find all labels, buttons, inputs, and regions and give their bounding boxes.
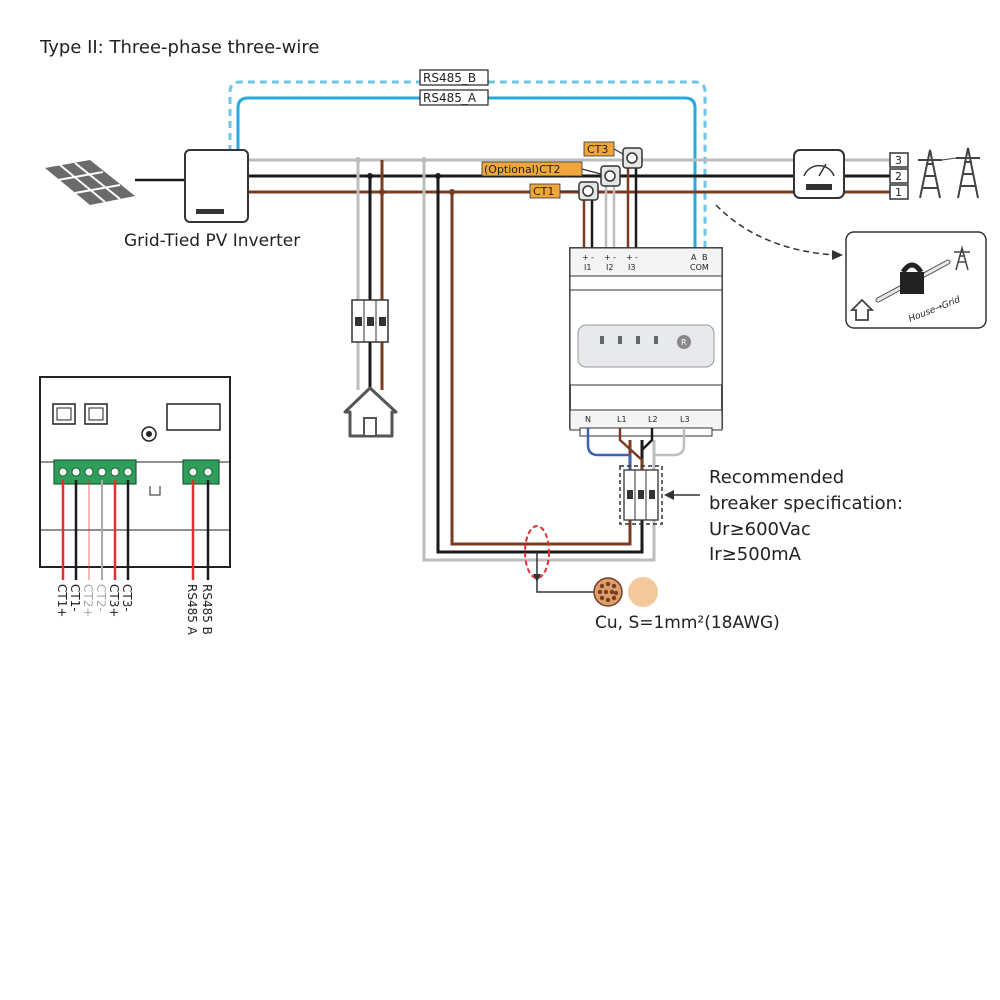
ct3-clamp-icon [622, 147, 643, 169]
inverter [184, 149, 249, 223]
rs485-a-line [236, 96, 697, 250]
terminal-label-ct1-plus: CT1+ [55, 584, 69, 617]
ct3-tag-label: CT3 [587, 143, 608, 156]
smart-meter: R [569, 247, 723, 437]
cable-highlight [524, 525, 550, 579]
meter-channel-i1: I1 [584, 263, 591, 272]
meter-term-l3: L3 [680, 415, 690, 424]
meter-term-a: A [691, 253, 697, 262]
ct-wires [582, 168, 638, 252]
meter-channel-i3: I3 [628, 263, 635, 272]
ct2-tag-label: (Optional)CT2 [484, 163, 561, 176]
rs485-a-label: RS485_A [423, 91, 477, 105]
meter-channel-i2: I2 [606, 263, 613, 272]
meter-term-ct1-plus: + [582, 253, 589, 262]
terminal-label-ct2-minus: CT2- [94, 584, 108, 612]
ct-direction-inset: House→Grid [845, 231, 987, 329]
breaker-spec-line3: Ur≥600Vac [709, 519, 811, 540]
terminal-label-rs485-a: RS485 A [185, 584, 199, 636]
meter-com-label: COM [690, 263, 709, 272]
meter-reset-button: R [681, 338, 687, 347]
meter-term-ct3-plus: + [626, 253, 633, 262]
meter-term-n: N [585, 415, 591, 424]
terminal-labels: CT1+ CT1- CT2+ CT2- CT3+ CT3- RS485 A RS… [55, 584, 214, 636]
grid-terminal-1: 1 [895, 186, 902, 199]
meter-term-ct3-minus: - [635, 253, 638, 262]
house-branch [343, 157, 398, 438]
pylon-icon [918, 147, 980, 199]
diagram-title: Type II: Three-phase three-wire [39, 37, 319, 58]
meter-breaker [619, 465, 663, 525]
inset-ct-clamp-icon [900, 262, 924, 294]
rs485-b-tag [419, 69, 489, 86]
ct2-clamp-icon [600, 165, 621, 187]
cable-cross-section-icon [593, 577, 658, 607]
rs485-a-tag [419, 89, 489, 106]
house-icon [343, 386, 398, 438]
meter-term-ct2-minus: - [613, 253, 616, 262]
terminal-wires [61, 480, 210, 580]
breaker-spec-line1: Recommended [709, 467, 844, 488]
meter-term-l1: L1 [617, 415, 627, 424]
terminal-label-ct3-minus: CT3- [120, 584, 134, 612]
inset-house-icon [849, 298, 875, 321]
terminal-label-ct1-minus: CT1- [68, 584, 82, 612]
meter-supply-wires [586, 428, 686, 470]
rs485-b-label: RS485_B [423, 71, 476, 85]
meter-term-l2: L2 [648, 415, 658, 424]
rj45-port-icon [52, 403, 108, 425]
meter-term-b: B [702, 253, 708, 262]
breaker-spec-line4: Ir≥500mA [709, 544, 802, 565]
grid-terminal-block [889, 152, 909, 200]
inverter-terminal-detail [39, 376, 231, 568]
solar-panel-icon [45, 160, 185, 205]
terminal-label-rs485-b: RS485 B [200, 584, 214, 635]
ct1-clamp-icon [578, 181, 599, 201]
meter-term-ct1-minus: - [591, 253, 594, 262]
meter-term-ct2-plus: + [604, 253, 611, 262]
inverter-label: Grid-Tied PV Inverter [124, 231, 300, 251]
terminal-label-ct3-plus: CT3+ [107, 584, 121, 617]
ct1-tag-label: CT1 [533, 185, 554, 198]
energy-meter-icon [793, 149, 845, 199]
cable-leader [536, 552, 595, 593]
house-breaker [351, 299, 389, 343]
grid-terminal-2: 2 [895, 170, 902, 183]
breaker-spec-line2: breaker specification: [709, 493, 903, 514]
inset-pointer [715, 204, 836, 256]
cable-spec-label: Cu, S=1mm²(18AWG) [595, 613, 780, 633]
grid-terminal-3: 3 [895, 154, 902, 167]
terminal-label-ct2-plus: CT2+ [81, 584, 95, 617]
inset-pylon-icon [954, 245, 970, 271]
